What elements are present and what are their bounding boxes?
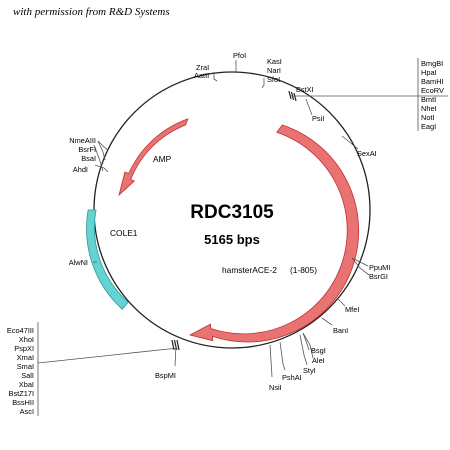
site-bsai: BsaI (81, 154, 96, 163)
site-alwni: AlwNI (69, 258, 88, 267)
insert-label: hamsterACE-2 (222, 265, 277, 275)
site-bsgi: BsgI (311, 346, 326, 355)
site-zrai: ZraI (196, 63, 209, 72)
site-bmgbi: BmgBI (421, 59, 443, 68)
site-bani: BanI (333, 326, 348, 335)
plasmid-name: RDC3105 (190, 202, 274, 223)
permission-credit: with permission from R&D Systems (13, 6, 170, 18)
site-hpai: HpaI (421, 68, 437, 77)
site-bamhi: BamHI (421, 77, 444, 86)
site-nsii: NsiI (269, 383, 282, 392)
cole1-label: COLE1 (110, 228, 138, 238)
site-aatii: AatII (194, 71, 209, 80)
site-nmeaiii: NmeAIII (69, 136, 96, 145)
site-noti: NotI (421, 113, 435, 122)
site-sfoi: SfoI (267, 75, 280, 84)
site-bsrgi: BsrGI (369, 272, 388, 281)
site-psii: PsiI (312, 114, 324, 123)
site-sali: SalI (21, 371, 34, 380)
insert-cds-arrow (188, 124, 360, 343)
amp-cds-arrow (118, 118, 189, 197)
site-xmai: XmaI (17, 353, 34, 362)
site-styi: StyI (303, 366, 316, 375)
site-bmti: BmtI (421, 95, 436, 104)
site-bsrfi: BsrFI (78, 145, 96, 154)
site-ecorv: EcoRV (421, 86, 444, 95)
site-bspmi: BspMI (155, 371, 176, 380)
site-mfei: MfeI (345, 305, 359, 314)
site-eagi: EagI (421, 122, 436, 131)
site-pshai: PshAI (282, 373, 302, 382)
site-xbai: XbaI (19, 380, 34, 389)
site-xhoi: XhoI (19, 335, 34, 344)
site-bsshii: BssHII (12, 398, 34, 407)
site-pspxi: PspXI (14, 344, 34, 353)
site-bstxi: BstXI (296, 85, 314, 94)
site-ticks (37, 58, 448, 416)
site-ppumi: PpuMI (369, 263, 390, 272)
amp-label: AMP (153, 154, 172, 164)
site-kasi: KasI (267, 57, 282, 66)
insert-range-label: (1-805) (290, 265, 317, 275)
site-nhei: NheI (421, 104, 437, 113)
site-ahdi: AhdI (73, 165, 88, 174)
site-smai: SmaI (17, 362, 34, 371)
site-bstz17i: BstZ17I (9, 389, 34, 398)
site-eco47iii: Eco47III (7, 326, 34, 335)
site-alei: AleI (312, 356, 325, 365)
site-sexai: SexAI (357, 149, 377, 158)
plasmid-size: 5165 bps (204, 232, 260, 247)
site-pfoi: PfoI (233, 51, 246, 60)
site-nari: NarI (267, 66, 281, 75)
site-asci: AscI (20, 407, 34, 416)
cole1-origin-block (86, 209, 129, 310)
